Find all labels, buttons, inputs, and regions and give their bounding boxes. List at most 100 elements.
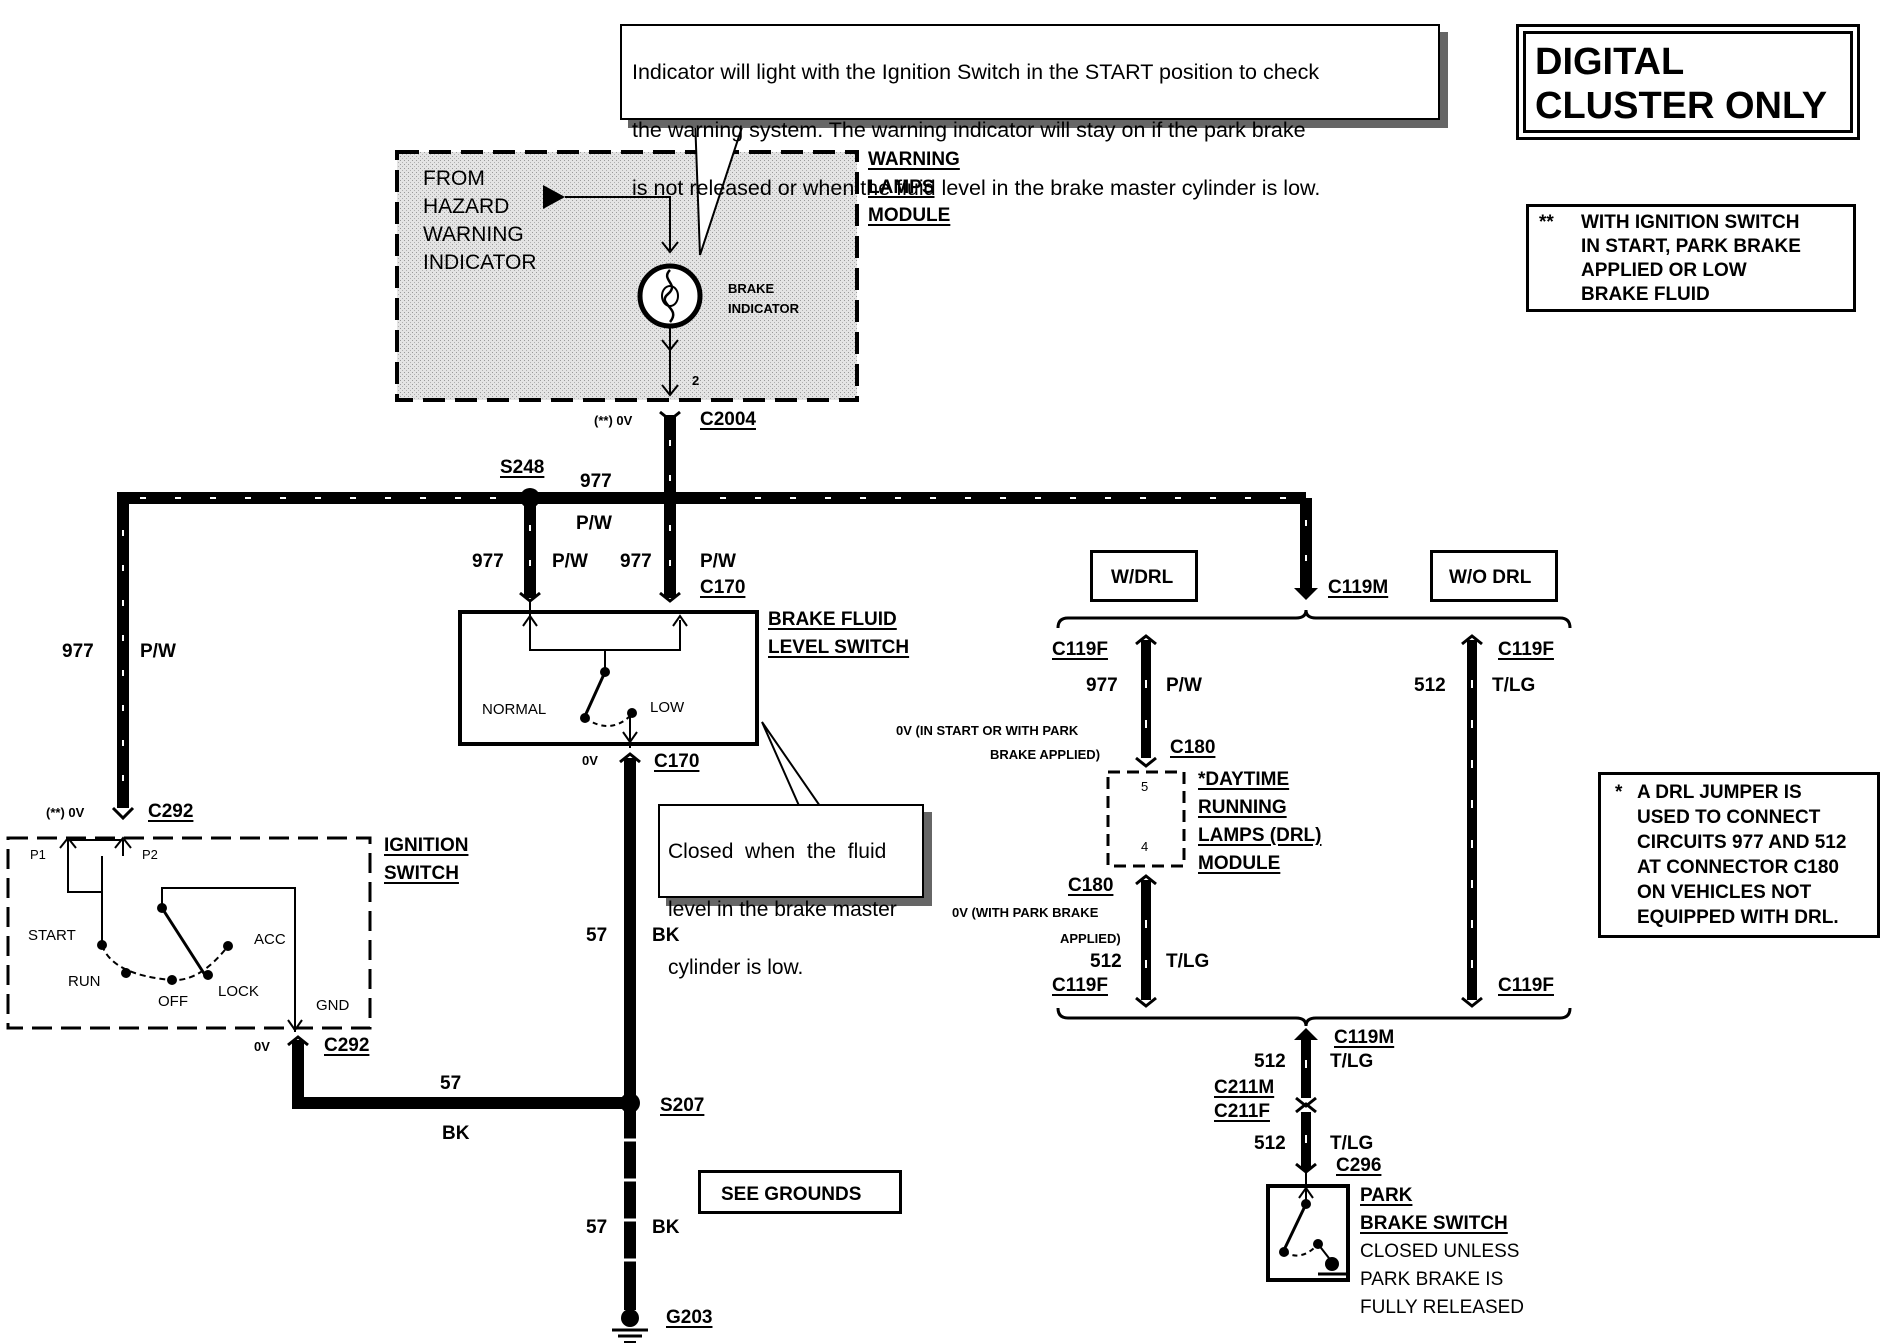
wire-drl: [1141, 640, 1477, 1000]
wire-color: T/LG: [1330, 1051, 1374, 1072]
fluid-callout-line: Closed when the fluid: [668, 840, 887, 863]
hazard-label: INDICATOR: [423, 251, 537, 274]
fluid-callout-line: level in the brake master: [668, 898, 897, 921]
brake-fluid-switch-title: BRAKE FLUID: [768, 609, 897, 630]
connector-c296: C296: [1336, 1155, 1382, 1176]
footnote-marker: *: [1615, 782, 1623, 803]
brake-fluid-switch-title: LEVEL SWITCH: [768, 637, 910, 658]
see-grounds-label: SEE GROUNDS: [721, 1184, 862, 1205]
voltage-c180-a: BRAKE APPLIED): [990, 747, 1101, 762]
wire-number: 977: [62, 641, 94, 662]
footnote-line: CIRCUITS 977 AND 512: [1637, 832, 1847, 853]
connector-c211m: C211M: [1214, 1077, 1275, 1098]
footnote-line: IN START, PARK BRAKE: [1581, 236, 1801, 257]
ignition-pos-gnd: GND: [316, 997, 350, 1014]
connector-c170: C170: [700, 577, 746, 598]
hazard-label: WARNING: [423, 223, 524, 246]
splice-s248-label: S248: [500, 457, 545, 478]
park-brake-switch-title: BRAKE SWITCH: [1360, 1213, 1508, 1234]
footnote-line: BRAKE FLUID: [1581, 284, 1710, 305]
drl-bracket-bottom: [1056, 1007, 1572, 1027]
wire-number: 512: [1090, 951, 1122, 972]
see-grounds-box[interactable]: SEE GROUNDS: [698, 1170, 902, 1214]
footnote-line: ON VEHICLES NOT: [1637, 882, 1812, 903]
drl-module-title: *DAYTIME: [1198, 769, 1290, 790]
wire-color: P/W: [140, 641, 176, 662]
warning-module-box: [395, 150, 859, 402]
connector-c180-bottom: C180: [1068, 875, 1114, 896]
wire-color: T/LG: [1166, 951, 1210, 972]
ignition-pos-run: RUN: [68, 973, 101, 990]
ignition-switch-title: SWITCH: [384, 863, 459, 884]
fluid-callout: Closed when the fluid level in the brake…: [658, 804, 924, 979]
voltage-c180-a: 0V (IN START OR WITH PARK: [896, 723, 1079, 738]
connector-c292: C292: [148, 801, 194, 822]
connector-c119m: C119M: [1334, 1027, 1395, 1048]
wire-color: BK: [442, 1123, 470, 1144]
drl-pin-5: 5: [1141, 779, 1149, 794]
wo-drl-box: W/O DRL: [1430, 550, 1558, 602]
indicator-callout: Indicator will light with the Ignition S…: [620, 24, 1440, 200]
connector-c211f: C211F: [1214, 1101, 1270, 1122]
voltage-c292-top: (**) 0V: [46, 805, 85, 820]
cluster-note-line1: DIGITAL: [1535, 41, 1685, 83]
hazard-label: FROM: [423, 167, 485, 190]
footnote-line: AT CONNECTOR C180: [1637, 857, 1839, 878]
digital-cluster-box: DIGITAL CLUSTER ONLY: [1516, 24, 1860, 140]
ignition-pos-p1: P1: [30, 847, 46, 862]
indicator-callout-line: is not released or when the fluid level …: [632, 176, 1321, 200]
voltage-c170: 0V: [582, 753, 598, 768]
voltage-c292-gnd: 0V: [254, 1039, 270, 1054]
footnote-marker: **: [1539, 212, 1554, 233]
warning-module-title: LAMPS: [868, 177, 935, 198]
ignition-pos-start: START: [28, 927, 76, 944]
ignition-pos-acc: ACC: [254, 931, 286, 948]
warning-module-title: MODULE: [868, 205, 951, 226]
splice-s248: [520, 488, 540, 508]
wire-color: BK: [652, 925, 680, 946]
wire-57-bk: [292, 758, 636, 1310]
wire-color: P/W: [700, 551, 736, 572]
w-drl-box: W/DRL: [1090, 550, 1198, 602]
switch-normal-label: NORMAL: [482, 701, 547, 718]
ignition-pos-lock: LOCK: [218, 983, 259, 1000]
connector-c119f: C119F: [1498, 639, 1554, 660]
wire-number: 57: [586, 925, 608, 946]
indicator-callout-line: the warning system. The warning indicato…: [632, 118, 1306, 142]
drl-module-title: MODULE: [1198, 853, 1281, 874]
brake-fluid-switch-box: [458, 610, 759, 746]
connector-c2004: C2004: [700, 409, 756, 430]
switch-low-label: LOW: [650, 699, 685, 716]
connector-c292-bottom: C292: [324, 1035, 370, 1056]
brake-indicator-label: INDICATOR: [728, 301, 800, 316]
footnote-line: WITH IGNITION SWITCH: [1581, 212, 1800, 233]
cluster-note-line2: CLUSTER ONLY: [1535, 85, 1828, 127]
ignition-pos-off: OFF: [158, 993, 188, 1010]
wire-color: P/W: [552, 551, 588, 572]
hazard-wire: [565, 196, 671, 250]
hazard-arrow-icon: [543, 185, 565, 209]
park-brake-switch-desc: CLOSED UNLESS: [1360, 1241, 1520, 1262]
connector-c119f: C119F: [1052, 639, 1108, 660]
indicator-callout-line: Indicator will light with the Ignition S…: [632, 60, 1320, 84]
hazard-label: HAZARD: [423, 195, 510, 218]
splice-s207: [620, 1093, 640, 1113]
connector-c170-bottom: C170: [654, 751, 700, 772]
park-brake-switch-desc: PARK BRAKE IS: [1360, 1269, 1504, 1290]
park-brake-switch-desc: FULLY RELEASED: [1360, 1297, 1525, 1318]
voltage-c180-b: 0V (WITH PARK BRAKE: [952, 905, 1099, 920]
fluid-callout-line: cylinder is low.: [668, 956, 804, 979]
footnote-line: A DRL JUMPER IS: [1637, 782, 1802, 803]
connector-c180: C180: [1170, 737, 1216, 758]
drl-module-box: [1106, 770, 1186, 868]
wire-number: 57: [440, 1073, 462, 1094]
wire-number: 977: [580, 471, 612, 492]
splice-s207-label: S207: [660, 1095, 705, 1116]
footnote-line: APPLIED OR LOW: [1581, 260, 1747, 281]
brake-indicator-label: BRAKE: [728, 281, 775, 296]
wo-drl-label: W/O DRL: [1449, 567, 1532, 588]
connector-c119f: C119F: [1498, 975, 1554, 996]
footnote-star: * A DRL JUMPER IS USED TO CONNECT CIRCUI…: [1598, 772, 1880, 938]
ground-g203-icon: [621, 1309, 639, 1327]
